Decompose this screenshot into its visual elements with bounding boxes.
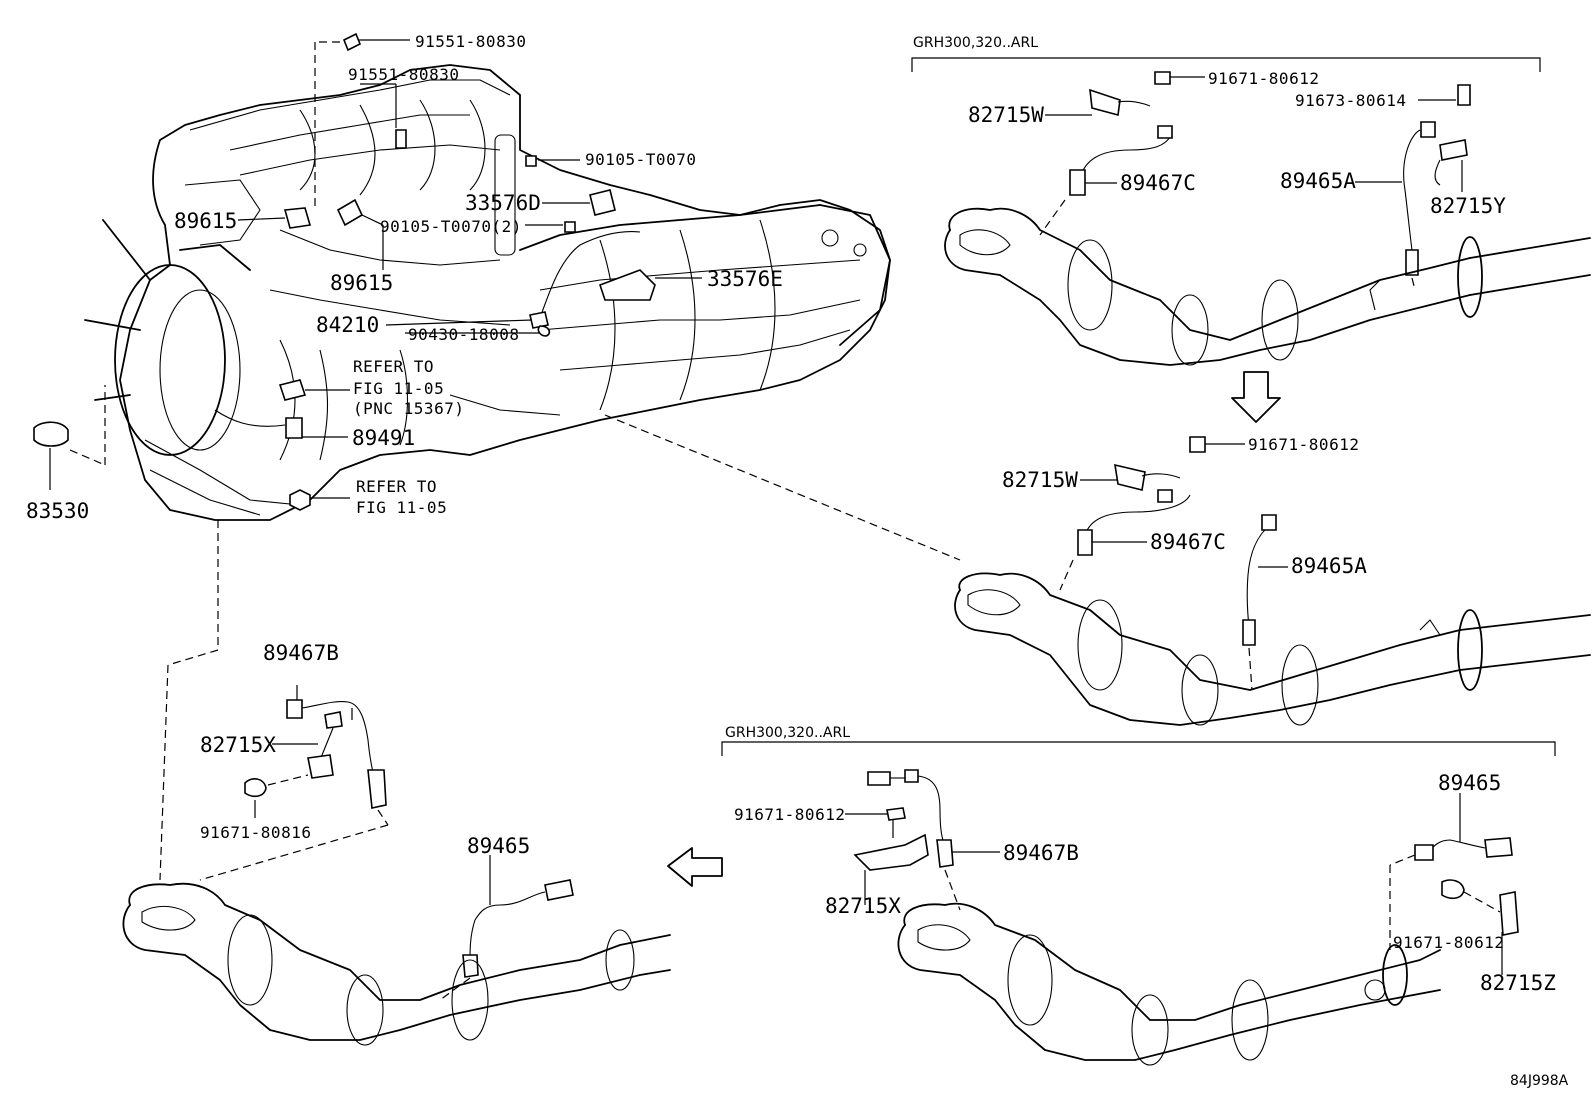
label-83530[interactable]: 83530 <box>26 499 89 523</box>
label-91671-80612-c[interactable]: 91671-80612 <box>734 805 845 824</box>
label-91673-80614[interactable]: 91673-80614 <box>1295 91 1406 110</box>
label-89467B-a[interactable]: 89467B <box>263 641 339 665</box>
label-91671-80816[interactable]: 91671-80816 <box>200 823 311 842</box>
label-33576D[interactable]: 33576D <box>465 191 541 215</box>
label-89467C-a[interactable]: 89467C <box>1120 171 1196 195</box>
label-89465-b[interactable]: 89465 <box>1438 771 1501 795</box>
label-84210[interactable]: 84210 <box>316 313 379 337</box>
label-33576E[interactable]: 33576E <box>707 267 783 291</box>
label-89465-a[interactable]: 89465 <box>467 834 530 858</box>
part-labels: 91551-80830 91551-80830 90105-T0070 3357… <box>26 32 1569 1089</box>
refer-to-2-line1: REFER TO <box>356 477 437 496</box>
exhaust-pipe-middle <box>954 572 1591 726</box>
middle-right-block <box>954 436 1591 726</box>
label-91671-80612-d[interactable]: 91671-80612 <box>1393 933 1504 952</box>
label-91671-80612-a[interactable]: 91671-80612 <box>1208 69 1319 88</box>
label-91551-80830-mid[interactable]: 91551-80830 <box>348 65 459 84</box>
label-89615-right[interactable]: 89615 <box>330 271 393 295</box>
label-89465A-a[interactable]: 89465A <box>1280 169 1356 193</box>
label-91551-80830-top[interactable]: 91551-80830 <box>415 32 526 51</box>
label-82715X-a[interactable]: 82715X <box>200 733 276 757</box>
refer-to-line3: (PNC 15367) <box>353 399 464 418</box>
exhaust-pipe-upper <box>944 207 1591 366</box>
label-82715Z[interactable]: 82715Z <box>1480 971 1556 995</box>
engine-transmission-assembly <box>84 64 891 521</box>
drawing-number: 84J998A <box>1510 1073 1569 1089</box>
refer-to-line1: REFER TO <box>353 357 434 376</box>
label-91671-80612-b[interactable]: 91671-80612 <box>1248 435 1359 454</box>
label-89491[interactable]: 89491 <box>352 426 415 450</box>
label-90105-T0070-2[interactable]: 90105-T0070(2) <box>380 217 522 236</box>
grh-header-bottom: GRH300,320..ARL <box>725 725 850 741</box>
label-89615-left[interactable]: 89615 <box>174 209 237 233</box>
refer-to-line2[interactable]: FIG 11-05 <box>353 379 444 398</box>
label-89465A-b[interactable]: 89465A <box>1291 554 1367 578</box>
label-82715W-b[interactable]: 82715W <box>1002 468 1078 492</box>
engine-sensors <box>33 32 702 511</box>
refer-to-2-line2[interactable]: FIG 11-05 <box>356 498 447 517</box>
label-89467B-b[interactable]: 89467B <box>1003 841 1079 865</box>
exhaust-pipe-lower-left <box>122 882 671 1046</box>
lower-left-block <box>122 685 723 1046</box>
label-82715W-a[interactable]: 82715W <box>968 103 1044 127</box>
lower-right-block <box>721 741 1556 1066</box>
upper-right-block <box>911 57 1591 423</box>
label-89467C-b[interactable]: 89467C <box>1150 530 1226 554</box>
label-82715X-b[interactable]: 82715X <box>825 894 901 918</box>
grh-header-top: GRH300,320..ARL <box>913 35 1038 51</box>
label-82715Y[interactable]: 82715Y <box>1430 194 1506 218</box>
label-90430-18008[interactable]: 90430-18008 <box>408 325 519 344</box>
label-90105-T0070-top[interactable]: 90105-T0070 <box>585 150 696 169</box>
exhaust-pipe-lower-right <box>897 902 1441 1066</box>
